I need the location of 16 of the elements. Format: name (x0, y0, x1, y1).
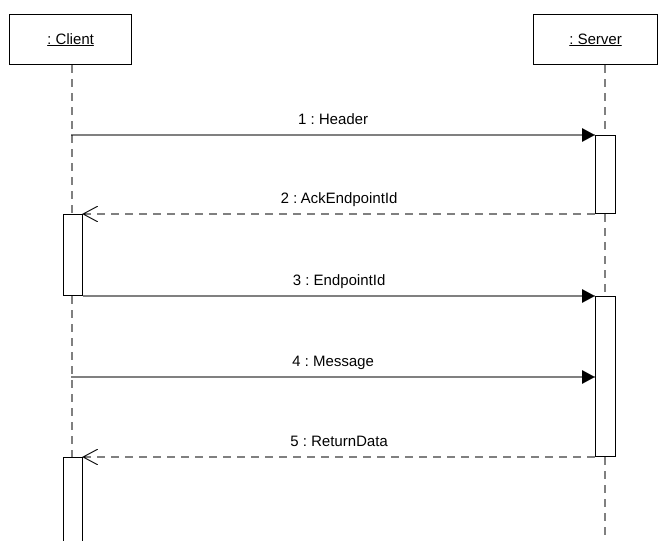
message-arrow (82, 448, 596, 466)
activation-bar (63, 457, 83, 541)
activation-bar (595, 296, 616, 457)
message-arrow (82, 206, 596, 222)
message-arrow (70, 128, 596, 142)
participant-name: : Client (47, 31, 94, 48)
activation-bar (595, 135, 616, 214)
participant-name: : Server (569, 31, 622, 48)
activation-bar (63, 214, 83, 296)
message-arrow (82, 289, 596, 303)
participant-box (9, 14, 132, 65)
participant-box (533, 14, 658, 65)
message-arrow (70, 370, 596, 384)
message-label: 4 : Message (290, 353, 376, 370)
message-label: 2 : AckEndpointId (278, 190, 400, 207)
message-label: 3 : EndpointId (290, 272, 388, 289)
